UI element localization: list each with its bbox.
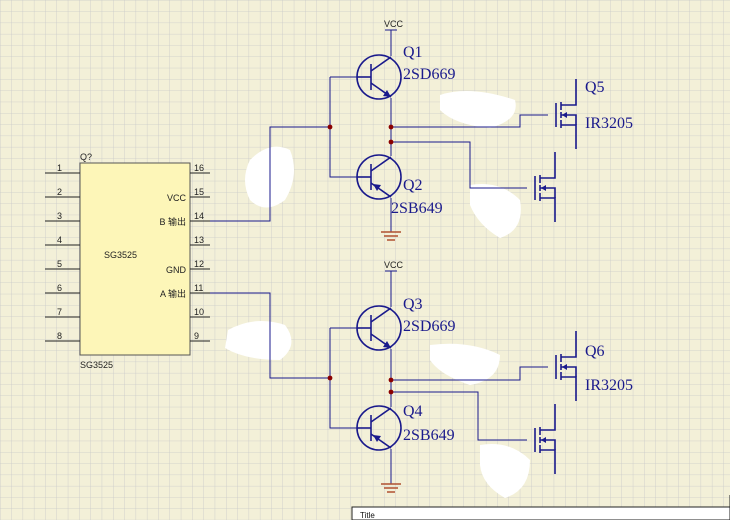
- q2-ref: Q2: [403, 177, 423, 194]
- q5-part: IR3205: [585, 115, 633, 132]
- q6-part: IR3205: [585, 377, 633, 394]
- ic-signal-15: VCC: [167, 193, 187, 203]
- ic-pin-num-10: 10: [194, 307, 204, 317]
- q3-ref: Q3: [403, 296, 423, 313]
- ic-pin-num-11: 11: [194, 283, 203, 293]
- bjt-emitter-arrow: [383, 341, 391, 348]
- ic-ref: Q?: [80, 152, 92, 162]
- mosfet-drain: [540, 404, 556, 431]
- ic-signal-11: A 输出: [160, 288, 186, 299]
- q5-ref: Q5: [585, 79, 605, 96]
- ground-symbol-1: [381, 231, 401, 241]
- ic-pin-num-4: 4: [57, 235, 62, 245]
- svg-text:VCC: VCC: [384, 19, 404, 29]
- ground-symbol-2: [381, 483, 401, 493]
- title-block: Title: [351, 495, 730, 520]
- q6-ref: Q6: [585, 343, 605, 360]
- ic-pin-num-5: 5: [57, 259, 62, 269]
- bjt-emitter-arrow: [373, 435, 381, 442]
- smudges: [225, 91, 530, 498]
- ic-pin-num-9: 9: [194, 331, 199, 341]
- mosfet-symbol-4[interactable]: [534, 404, 556, 474]
- mosfet-symbol-2[interactable]: [534, 152, 556, 222]
- bjt-top-lead: [370, 56, 392, 72]
- mosfet-q6[interactable]: [555, 331, 577, 401]
- mosfet-arrow: [562, 364, 567, 370]
- q2-part: 2SB649: [391, 200, 443, 217]
- ic-pin-num-6: 6: [57, 283, 62, 293]
- ic-pin-num-7: 7: [57, 307, 62, 317]
- q1-part: 2SD669: [403, 66, 455, 83]
- mosfet-q5[interactable]: [555, 79, 577, 149]
- bjt-emitter-arrow: [383, 90, 391, 97]
- ic-pin-num-8: 8: [57, 331, 62, 341]
- bjt-q1[interactable]: [356, 54, 402, 100]
- svg-text:VCC: VCC: [384, 260, 404, 270]
- ic-pin-num-13: 13: [194, 235, 204, 245]
- bjt-top-lead: [370, 307, 392, 323]
- ic-pin-num-14: 14: [194, 211, 204, 221]
- ic-pin-num-1: 1: [57, 163, 62, 173]
- ic-signal-12: GND: [166, 265, 187, 275]
- ic-pin-num-3: 3: [57, 211, 62, 221]
- bjt-group: [356, 54, 402, 451]
- wires: [210, 30, 548, 484]
- bjt-top-lead: [370, 156, 392, 172]
- vcc-symbol-2: VCC: [384, 260, 404, 272]
- mosfet-arrow: [541, 185, 546, 191]
- bjt-emitter-arrow: [373, 184, 381, 191]
- ic-bottom-label: SG3525: [80, 360, 113, 370]
- mosfet-arrow: [562, 112, 567, 118]
- ic-left-pins: 1 2 3 4 5 6 7 8: [45, 163, 80, 342]
- ic-signal-14: B 输出: [159, 216, 186, 227]
- ic-pin-num-12: 12: [194, 259, 204, 269]
- mosfet-drain: [561, 79, 577, 106]
- mosfet-group: [534, 79, 577, 474]
- mosfet-drain: [540, 152, 556, 179]
- component-labels: Q1 2SD669 Q2 2SB649 Q3 2SD669 Q4 2SB649 …: [391, 44, 633, 444]
- ic-name: SG3525: [104, 250, 137, 260]
- junctions: [327, 124, 394, 395]
- mosfet-drain: [561, 331, 577, 358]
- ic-body: [79, 162, 191, 356]
- q3-part: 2SD669: [403, 318, 455, 335]
- title-label: Title: [360, 511, 375, 520]
- q4-ref: Q4: [403, 403, 423, 420]
- q4-part: 2SB649: [403, 427, 455, 444]
- q1-ref: Q1: [403, 44, 423, 61]
- bjt-q3[interactable]: [356, 305, 402, 351]
- ic-pin-num-15: 15: [194, 187, 204, 197]
- bjt-top-lead: [370, 407, 392, 423]
- bjt-q4[interactable]: [356, 405, 402, 451]
- bjt-q2[interactable]: [356, 154, 402, 200]
- vcc-symbol-1: VCC: [384, 19, 404, 31]
- ic-pin-num-2: 2: [57, 187, 62, 197]
- ic-pin-num-16: 16: [194, 163, 204, 173]
- mosfet-arrow: [541, 437, 546, 443]
